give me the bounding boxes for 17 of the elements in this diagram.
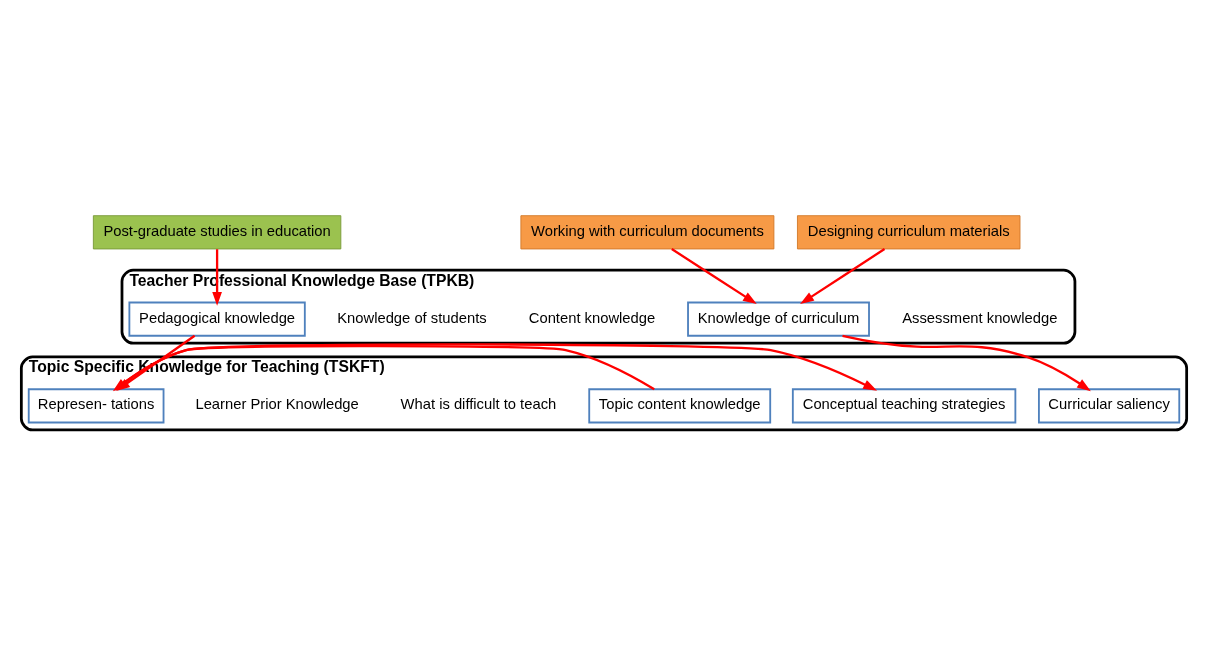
node-box: Represen- tations bbox=[27, 388, 165, 424]
node-box: Working with curriculum documents bbox=[520, 215, 775, 250]
node-text: Learner Prior Knowledge bbox=[195, 396, 359, 413]
node-box: Curricular saliency bbox=[1038, 388, 1181, 424]
arrow bbox=[800, 248, 886, 305]
node-text: What is difficult to teach bbox=[400, 396, 557, 413]
node-box: Topic content knowledge bbox=[588, 388, 772, 424]
node-box: Post-graduate studies in education bbox=[92, 215, 342, 250]
node-text: Assessment knowledge bbox=[902, 309, 1058, 326]
arrow bbox=[212, 249, 222, 306]
node-box: Pedagogical knowledge bbox=[128, 301, 306, 337]
arrow bbox=[671, 248, 757, 305]
node-text: Knowledge of students bbox=[337, 309, 487, 326]
node-text: Content knowledge bbox=[528, 309, 656, 326]
node-box: Conceptual teaching strategies bbox=[791, 388, 1017, 424]
node-box: Knowledge of curriculum bbox=[687, 301, 870, 337]
node-box: Designing curriculum materials bbox=[797, 215, 1021, 250]
